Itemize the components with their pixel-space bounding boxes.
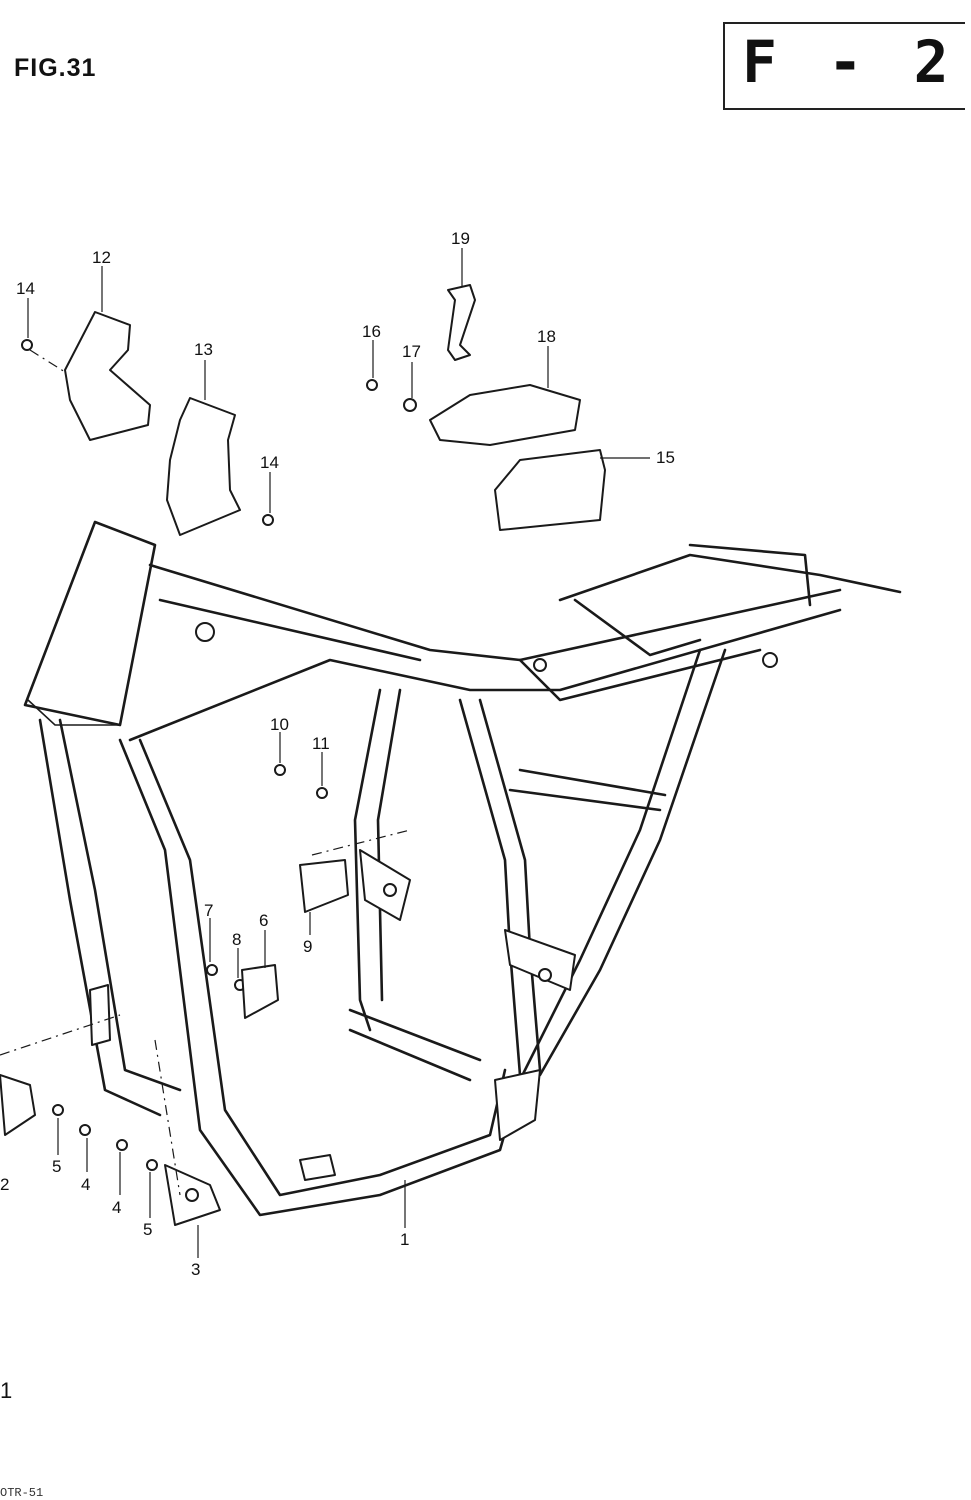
callout-7: 7 xyxy=(204,901,213,920)
callout-4a: 4 xyxy=(81,1175,90,1194)
hardware-parts xyxy=(0,339,417,1226)
callout-14a: 14 xyxy=(16,279,35,298)
callout-3: 3 xyxy=(191,1260,200,1279)
callout-17: 17 xyxy=(402,342,421,361)
battery-case-15 xyxy=(494,449,606,531)
callout-5a: 5 xyxy=(52,1157,61,1176)
section-code: F - 2 xyxy=(742,28,957,96)
band-19 xyxy=(447,284,476,361)
figure-title: FIG.31 xyxy=(14,54,97,82)
callout-15: 15 xyxy=(656,448,675,467)
callout-16: 16 xyxy=(362,322,381,341)
callout-4b: 4 xyxy=(112,1198,121,1217)
callout-6: 6 xyxy=(259,911,268,930)
callout-11: 11 xyxy=(312,734,330,753)
callout-9: 9 xyxy=(303,937,312,956)
callout-2: 2 xyxy=(0,1175,9,1194)
callout-19: 19 xyxy=(451,229,470,248)
callout-10: 10 xyxy=(270,715,289,734)
callout-labels: 1 2 3 4 4 5 5 6 7 8 9 10 11 12 13 14 14 … xyxy=(0,229,675,1279)
footer-reference: OTR-51 xyxy=(0,1486,44,1500)
callout-1: 1 xyxy=(400,1230,409,1249)
leader-lines xyxy=(0,248,650,1258)
page-mark: 1 xyxy=(0,1378,13,1403)
callout-14b: 14 xyxy=(260,453,279,472)
side-cover-12 xyxy=(64,311,151,441)
section-code-box xyxy=(723,22,965,110)
callout-5b: 5 xyxy=(143,1220,152,1239)
callout-12: 12 xyxy=(92,248,111,267)
callout-13: 13 xyxy=(194,340,213,359)
main-frame-drawing xyxy=(23,520,902,1217)
cushion-18 xyxy=(429,384,581,446)
callout-18: 18 xyxy=(537,327,556,346)
callout-8: 8 xyxy=(232,930,241,949)
side-cover-13 xyxy=(166,397,241,536)
